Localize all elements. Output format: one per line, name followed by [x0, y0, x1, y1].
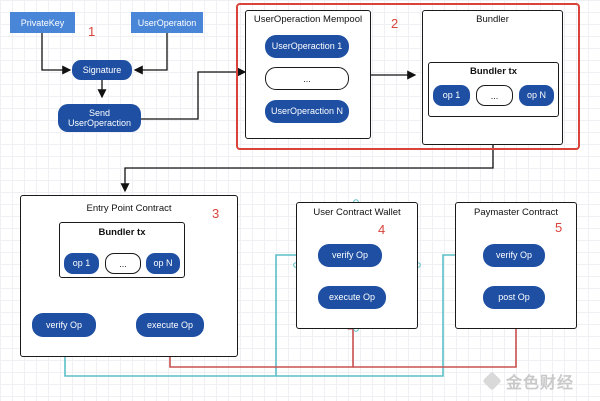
watermark: 金色财经	[482, 367, 595, 395]
bundler-op-last: op N	[519, 85, 554, 106]
arrow-bundler-entrypoint	[120, 145, 494, 193]
arrow-send-mempool	[141, 67, 247, 120]
step-number-5: 5	[555, 220, 563, 235]
paymaster-post-op: post Op	[483, 286, 545, 309]
mempool-item-first: UserOperaction 1	[265, 35, 349, 58]
entry-point-title: Entry Point Contract	[86, 203, 172, 214]
wallet-execute-op: execute Op	[318, 286, 386, 309]
signature-node: Signature	[72, 60, 132, 80]
entry-op-ellipsis: ...	[105, 253, 141, 274]
bundler-tx-title: Bundler tx	[470, 66, 517, 77]
user-operation-box: UserOperation	[131, 12, 203, 33]
private-key-box: PrivateKey	[10, 12, 75, 33]
wallet-verify-op: verify Op	[318, 244, 382, 267]
entry-tx-title: Bundler tx	[98, 227, 146, 238]
send-label-line1: Send	[88, 107, 111, 118]
mempool-bundler-highlight	[236, 3, 580, 150]
send-label-line2: UserOperaction	[67, 118, 132, 128]
watermark-logo-icon	[482, 371, 502, 391]
entry-op-first: op 1	[64, 253, 99, 274]
wallet-title: User Contract Wallet	[313, 207, 401, 218]
bundler-op-first: op 1	[433, 85, 470, 106]
step-number-1: 1	[88, 24, 96, 39]
bundler-op-ellipsis: ...	[476, 85, 513, 106]
step-number-4: 4	[378, 222, 386, 237]
step-number-3: 3	[212, 206, 220, 221]
red-flow-paymaster	[353, 309, 522, 368]
mempool-title: UserOperaction Mempool	[253, 14, 363, 25]
paymaster-verify-op: verify Op	[483, 244, 545, 267]
paymaster-title: Paymaster Contract	[474, 207, 558, 218]
entry-verify-op: verify Op	[32, 313, 96, 337]
entry-execute-op: execute Op	[136, 313, 204, 337]
mempool-item-last: UserOperaction N	[265, 100, 349, 123]
arrow-privatekey-signature	[41, 33, 72, 75]
entry-op-last: op N	[146, 253, 180, 274]
mempool-item-ellipsis: ...	[265, 67, 349, 90]
bundler-title: Bundler	[476, 14, 509, 25]
step-number-2: 2	[391, 16, 399, 31]
send-useroperation-node: Send UserOperaction	[58, 104, 141, 132]
arrow-useroperation-signature	[133, 33, 168, 75]
watermark-text: 金色财经	[506, 375, 575, 392]
